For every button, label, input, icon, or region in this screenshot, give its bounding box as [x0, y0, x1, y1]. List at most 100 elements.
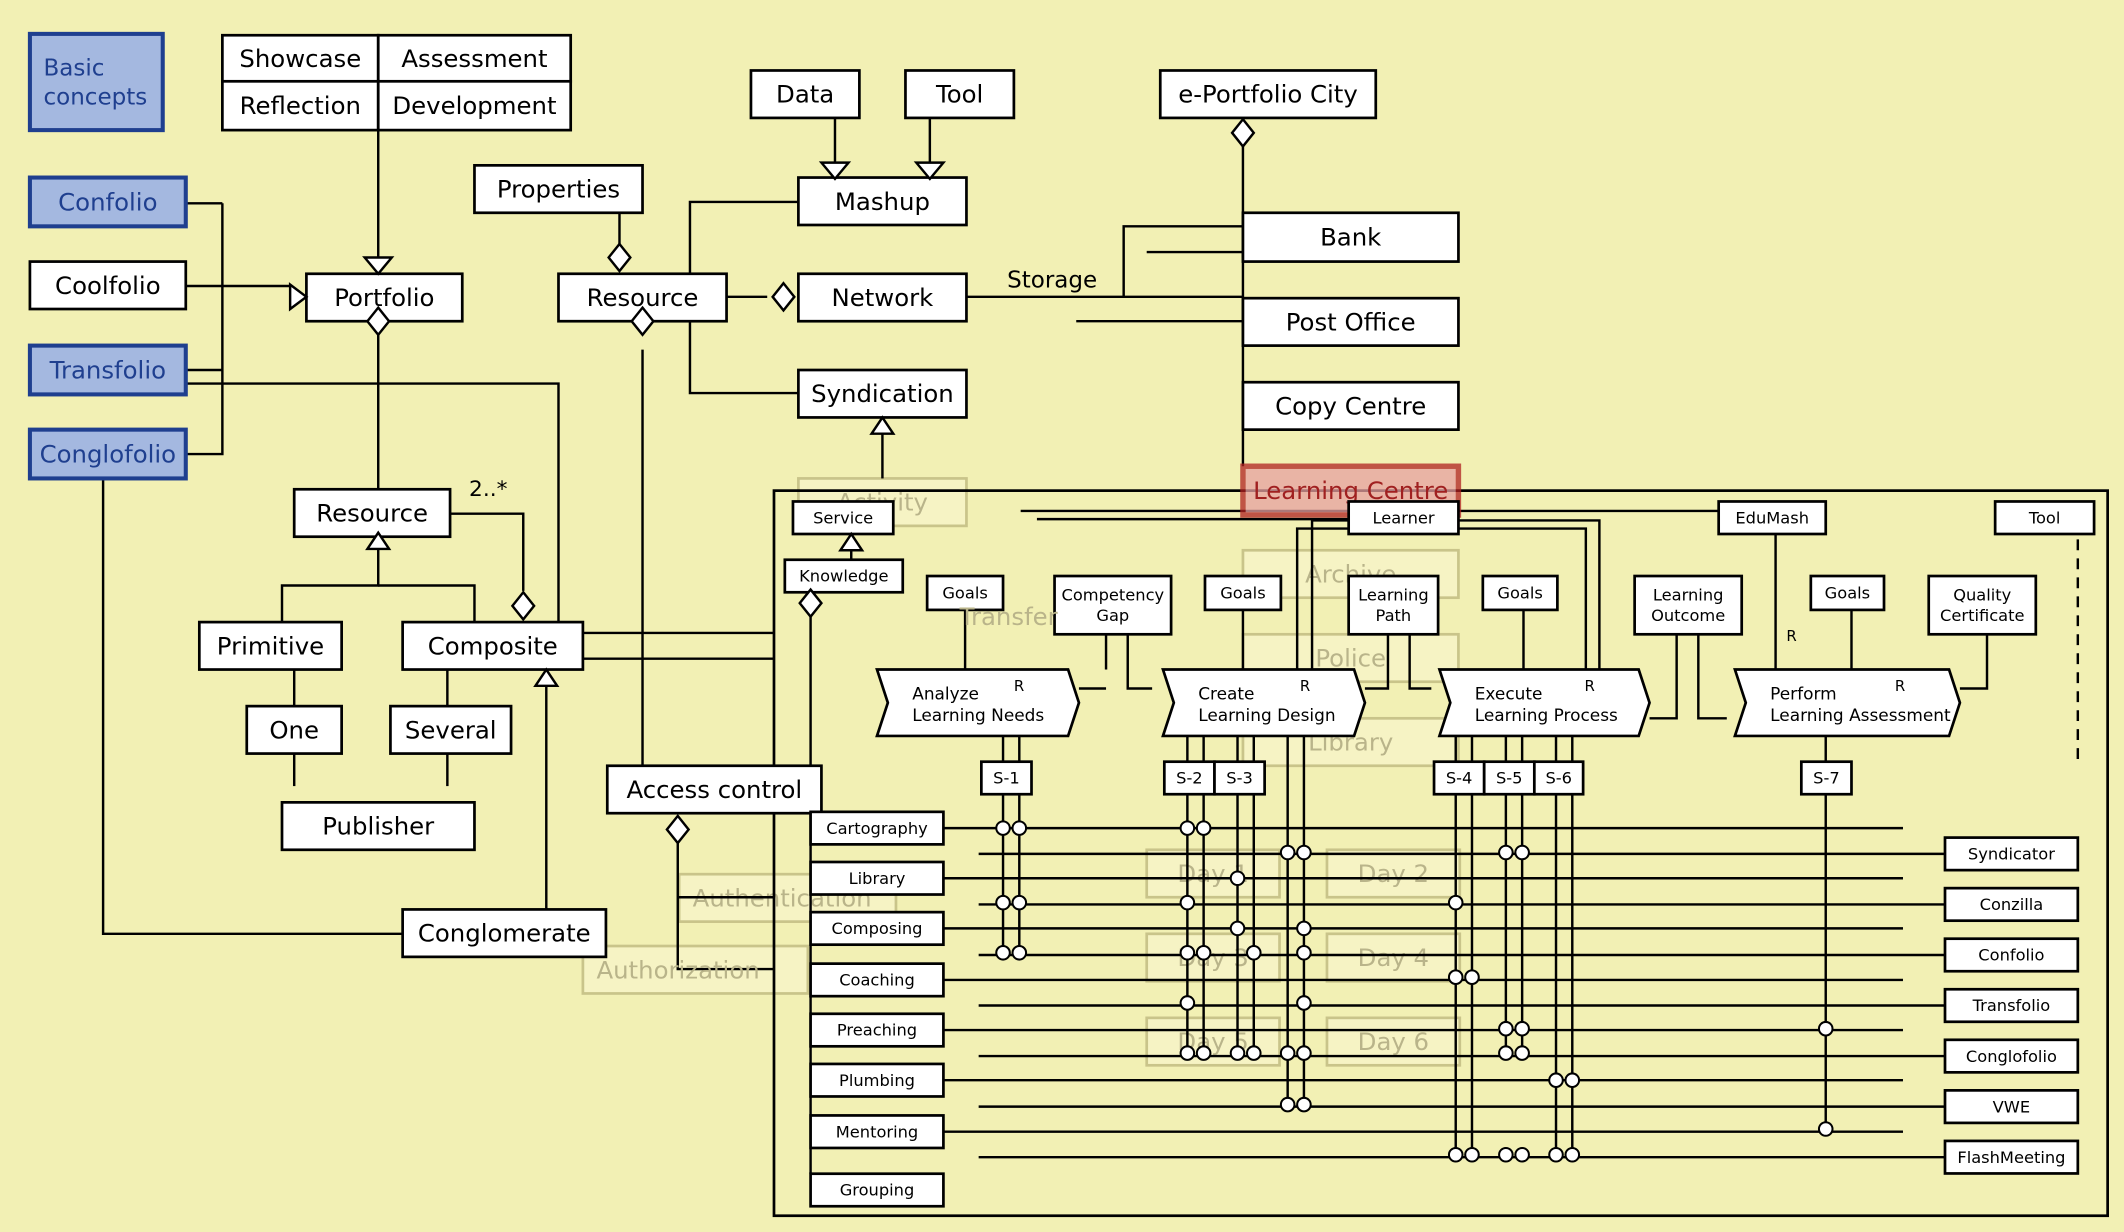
properties-node[interactable]: Properties	[473, 163, 644, 215]
assessment-node[interactable]: Assessment	[376, 33, 573, 83]
connector-line	[1122, 225, 1243, 297]
syndicator-node[interactable]: Syndicator	[1943, 836, 2080, 872]
coolfolio-node[interactable]: Coolfolio	[28, 260, 188, 311]
toolR-node[interactable]: Tool	[1993, 500, 2096, 536]
transfolio-node[interactable]: Transfolio	[27, 343, 188, 397]
gap-box	[1053, 574, 1173, 636]
junction-circle	[1011, 945, 1028, 961]
development-node[interactable]: Development	[376, 79, 573, 132]
s6-node[interactable]: S-6	[1532, 760, 1585, 796]
data-node[interactable]: Data	[749, 69, 861, 120]
preaching-node[interactable]: Preaching	[809, 1012, 945, 1048]
service-node[interactable]: Service	[791, 500, 895, 536]
s5-node[interactable]: S-5	[1482, 760, 1536, 796]
vwe-node[interactable]: VWE	[1943, 1089, 2080, 1125]
properties-box	[473, 163, 644, 215]
library-node[interactable]: Library	[809, 860, 945, 896]
portfolio-node[interactable]: Portfolio	[305, 272, 464, 323]
publisher-node[interactable]: Publisher	[280, 801, 476, 852]
junction-circle	[1229, 1045, 1246, 1061]
grouping-label: Grouping	[840, 1181, 915, 1200]
network-node[interactable]: Network	[797, 272, 968, 323]
connector-line	[1126, 634, 1153, 690]
goals2-node[interactable]: Goals	[1203, 574, 1283, 612]
junction-circle	[1011, 820, 1028, 836]
composite-node[interactable]: Composite	[401, 620, 585, 671]
s6-box	[1532, 760, 1585, 796]
bank-node[interactable]: Bank	[1241, 211, 1460, 263]
ghost-day1: Day 1	[1145, 848, 1281, 899]
flash-node[interactable]: FlashMeeting	[1943, 1139, 2080, 1175]
conzilla-node[interactable]: Conzilla	[1943, 886, 2080, 923]
role-r-label: R	[1786, 627, 1796, 645]
junction-circle	[1195, 945, 1212, 961]
plumbing-node[interactable]: Plumbing	[809, 1062, 945, 1098]
edumash-node[interactable]: EduMash	[1717, 500, 1828, 536]
copy-node[interactable]: Copy Centre	[1241, 380, 1460, 431]
mashup-box	[797, 176, 968, 227]
confolioR-node[interactable]: Confolio	[1943, 937, 2080, 973]
transfolioR-node[interactable]: Transfolio	[1943, 987, 2080, 1024]
learner-node[interactable]: Learner	[1347, 500, 1460, 536]
showcase-node[interactable]: Showcase	[221, 33, 380, 83]
knowledge-node[interactable]: Knowledge	[783, 558, 905, 594]
syndication-node[interactable]: Syndication	[797, 368, 968, 419]
junction-circle	[995, 945, 1011, 961]
goals4-node[interactable]: Goals	[1809, 574, 1886, 612]
confolio-node[interactable]: Confolio	[27, 175, 188, 229]
several-node[interactable]: Several	[389, 704, 513, 755]
s3-node[interactable]: S-3	[1213, 760, 1266, 796]
knowledge-label: Knowledge	[799, 567, 888, 586]
goals1-box	[925, 574, 1005, 612]
connector-line	[378, 584, 476, 623]
mentoring-node[interactable]: Mentoring	[809, 1114, 945, 1150]
cartography-box	[809, 810, 945, 846]
toolR-label: Tool	[2028, 508, 2061, 527]
coaching-node[interactable]: Coaching	[809, 962, 945, 998]
goals3-node[interactable]: Goals	[1481, 574, 1559, 612]
s4-node[interactable]: S-4	[1432, 760, 1486, 796]
post-node[interactable]: Post Office	[1241, 296, 1460, 347]
junction-circle	[1447, 1146, 1464, 1163]
tool-node[interactable]: Tool	[904, 69, 1016, 120]
conglofolio-node[interactable]: Conglofolio	[27, 427, 188, 481]
goals1-label: Goals	[942, 584, 987, 603]
ghost-day6: Day 6	[1325, 1016, 1462, 1067]
one-box	[245, 704, 343, 755]
junction-circle	[1514, 1045, 1530, 1061]
goals1-node[interactable]: Goals	[925, 574, 1005, 612]
outcome-label: Learning	[1653, 586, 1724, 605]
s4-label: S-4	[1446, 769, 1473, 788]
data-box	[749, 69, 861, 120]
generalization-arrow-icon	[288, 282, 309, 312]
resourceL-node[interactable]: Resource	[292, 487, 452, 539]
conglofolioR-node[interactable]: Conglofolio	[1943, 1038, 2080, 1074]
conglomerate-node[interactable]: Conglomerate	[401, 908, 608, 959]
s7-node[interactable]: S-7	[1799, 760, 1853, 796]
cartography-node[interactable]: Cartography	[809, 810, 945, 846]
grouping-node[interactable]: Grouping	[809, 1172, 945, 1208]
s1-node[interactable]: S-1	[980, 760, 1033, 796]
access-node[interactable]: Access control	[605, 764, 823, 815]
access-box	[605, 764, 823, 815]
city-node[interactable]: e-Portfolio City	[1158, 69, 1378, 120]
reflection-node[interactable]: Reflection	[221, 79, 380, 132]
primitive-node[interactable]: Primitive	[197, 620, 343, 671]
one-node[interactable]: One	[245, 704, 343, 755]
ghost-transfer-label: Transfer	[959, 602, 1059, 631]
process-shape	[1161, 668, 1367, 738]
mashup-node[interactable]: Mashup	[797, 176, 968, 227]
s2-node[interactable]: S-2	[1162, 760, 1216, 796]
connector-line	[1408, 634, 1432, 690]
composing-node[interactable]: Composing	[809, 910, 945, 947]
ghost-box	[1145, 848, 1281, 899]
